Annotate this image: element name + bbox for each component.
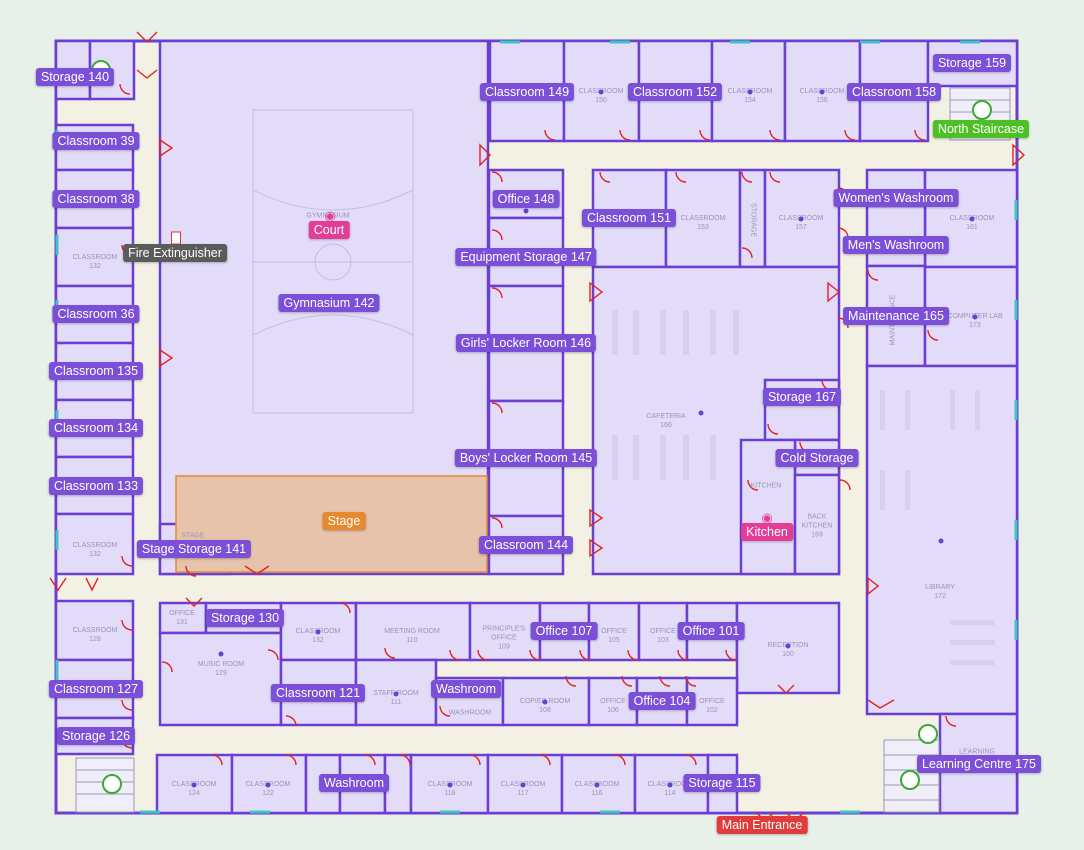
room-dot <box>972 314 978 320</box>
label-storage-130[interactable]: Storage 130 <box>205 609 285 627</box>
north-staircase-icon[interactable] <box>972 100 992 120</box>
label-stage[interactable]: Stage <box>322 512 366 530</box>
staircase-icon[interactable] <box>900 770 920 790</box>
room-dot <box>969 216 975 222</box>
label-storage-126[interactable]: Storage 126 <box>56 727 136 745</box>
label-office-101[interactable]: Office 101 <box>677 622 745 640</box>
room-dot <box>265 782 271 788</box>
label-office-148[interactable]: Office 148 <box>492 190 560 208</box>
court-pin-icon: ◉ <box>324 208 336 223</box>
room-dot <box>191 782 197 788</box>
kitchen-pin-icon: ◉ <box>761 510 773 525</box>
room-dot <box>542 699 548 705</box>
label-learning-centre-175[interactable]: Learning Centre 175 <box>917 755 1041 773</box>
label-main-entrance[interactable]: Main Entrance <box>716 816 808 834</box>
label-fire-extinguisher[interactable]: Fire Extinguisher <box>123 244 227 262</box>
label-boys-locker-room-145[interactable]: Boys' Locker Room 145 <box>454 449 598 467</box>
staircase-icon[interactable] <box>918 724 938 744</box>
label-office-104[interactable]: Office 104 <box>628 692 696 710</box>
label-classroom-36[interactable]: Classroom 36 <box>52 305 140 323</box>
washroom-room-text: WASHROOM <box>448 709 492 717</box>
label-gymnasium-142[interactable]: Gymnasium 142 <box>278 294 380 312</box>
room-dot <box>938 538 944 544</box>
room-dot <box>598 89 604 95</box>
label-court[interactable]: Court <box>308 221 350 239</box>
room-dot <box>819 89 825 95</box>
label-classroom-133[interactable]: Classroom 133 <box>48 477 144 495</box>
label-classroom-158[interactable]: Classroom 158 <box>846 83 942 101</box>
room-dot <box>315 629 321 635</box>
label-equipment-storage-147[interactable]: Equipment Storage 147 <box>455 248 597 266</box>
room-dot <box>798 216 804 222</box>
label-stage-storage-141[interactable]: Stage Storage 141 <box>136 540 252 558</box>
label-classroom-127[interactable]: Classroom 127 <box>48 680 144 698</box>
label-kitchen[interactable]: Kitchen <box>741 523 793 541</box>
label-classroom-151[interactable]: Classroom 151 <box>581 209 677 227</box>
label-storage-167[interactable]: Storage 167 <box>762 388 842 406</box>
room-dot <box>520 782 526 788</box>
kitchen-room-text: KITCHEN <box>750 482 782 490</box>
label-storage-115[interactable]: Storage 115 <box>683 774 761 792</box>
fire-extinguisher-icon[interactable] <box>171 231 181 245</box>
label-girls-locker-room-146[interactable]: Girls' Locker Room 146 <box>455 334 597 352</box>
label-washroom-north[interactable]: Washroom <box>431 680 501 698</box>
label-classroom-121[interactable]: Classroom 121 <box>270 684 366 702</box>
label-north-staircase[interactable]: North Staircase <box>932 120 1030 138</box>
label-washroom-south[interactable]: Washroom <box>319 774 389 792</box>
label-classroom-39[interactable]: Classroom 39 <box>52 132 140 150</box>
label-office-107[interactable]: Office 107 <box>530 622 598 640</box>
room-dot <box>747 89 753 95</box>
room-dot <box>393 691 399 697</box>
storage-vertical-text: STORAGE <box>749 202 757 238</box>
label-classroom-144[interactable]: Classroom 144 <box>478 536 574 554</box>
room-dot <box>667 782 673 788</box>
label-mens-washroom[interactable]: Men's Washroom <box>842 236 950 254</box>
label-storage-140[interactable]: Storage 140 <box>35 68 115 86</box>
gymnasium-room-text: GYMNASIUM <box>306 212 350 220</box>
room-dot <box>218 651 224 657</box>
room-dot <box>594 782 600 788</box>
learning-centre-room-text: LEARNING <box>959 748 995 756</box>
label-classroom-38[interactable]: Classroom 38 <box>52 190 140 208</box>
label-classroom-135[interactable]: Classroom 135 <box>48 362 144 380</box>
stage-room-text: STAGE <box>181 532 205 540</box>
room-dot <box>447 782 453 788</box>
label-classroom-134[interactable]: Classroom 134 <box>48 419 144 437</box>
room-dot <box>523 208 529 214</box>
label-womens-washroom[interactable]: Women's Washroom <box>833 189 959 207</box>
label-storage-159[interactable]: Storage 159 <box>932 54 1012 72</box>
room-dot <box>698 410 704 416</box>
staircase-icon[interactable] <box>102 774 122 794</box>
label-classroom-152[interactable]: Classroom 152 <box>627 83 723 101</box>
label-maintenance-165[interactable]: Maintenance 165 <box>843 307 949 325</box>
label-classroom-149[interactable]: Classroom 149 <box>479 83 575 101</box>
room-dot <box>785 643 791 649</box>
label-cold-storage[interactable]: Cold Storage <box>775 449 859 467</box>
